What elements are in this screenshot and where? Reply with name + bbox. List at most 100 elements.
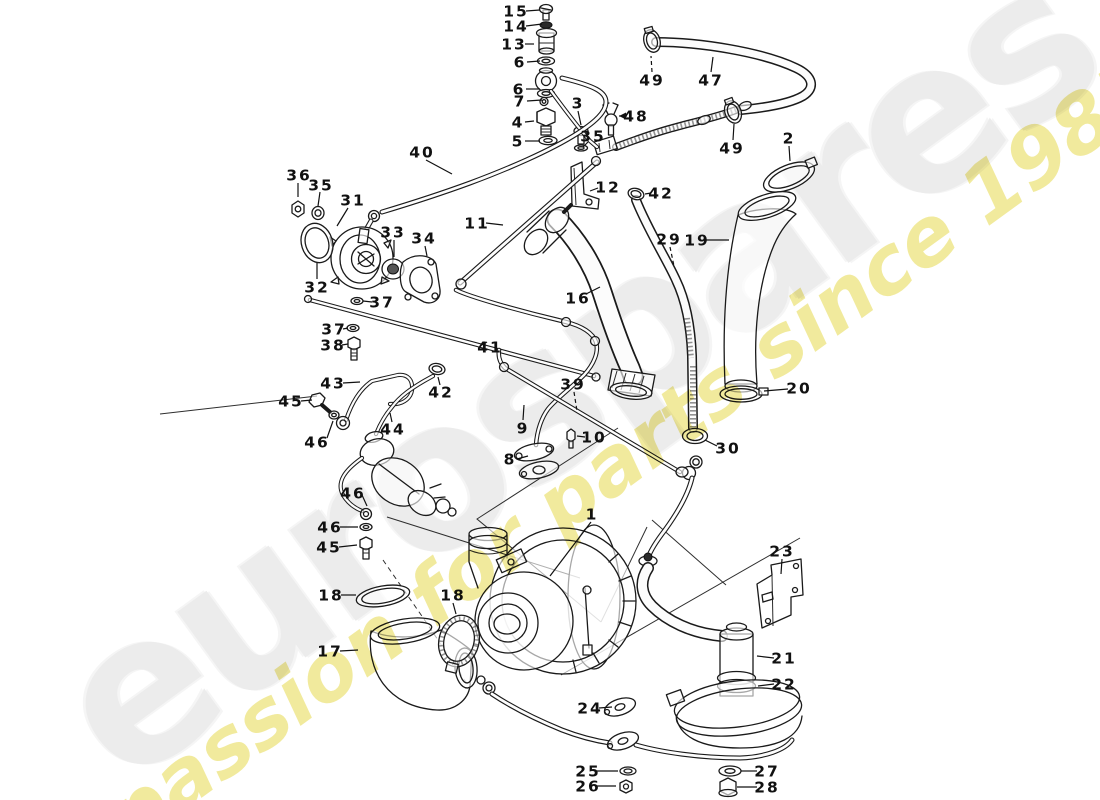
svg-text:21: 21 (771, 650, 797, 668)
svg-text:49: 49 (639, 72, 665, 90)
part-label-8: 8 (504, 451, 529, 469)
svg-text:29: 29 (656, 231, 682, 249)
part-label-9: 9 (517, 404, 530, 438)
svg-text:18: 18 (318, 587, 344, 605)
svg-text:45: 45 (278, 393, 304, 411)
part-label-35: 35 (580, 128, 606, 148)
part-label-19: 19 (684, 232, 729, 250)
svg-text:7: 7 (514, 93, 527, 111)
part-label-26: 26 (575, 778, 616, 796)
part-label-14: 14 (503, 18, 543, 36)
svg-text:8: 8 (504, 451, 517, 469)
svg-text:31: 31 (340, 192, 366, 210)
svg-text:34: 34 (411, 230, 437, 248)
svg-text:23: 23 (769, 543, 795, 561)
svg-text:6: 6 (514, 54, 527, 72)
part-label-43: 43 (320, 375, 361, 393)
svg-text:37: 37 (369, 294, 395, 312)
part-label-21: 21 (756, 650, 797, 668)
svg-text:4: 4 (512, 114, 525, 132)
svg-text:6: 6 (513, 81, 526, 99)
svg-text:10: 10 (581, 429, 607, 447)
svg-text:32: 32 (304, 279, 330, 297)
construction-line (159, 395, 318, 415)
part-label-35: 35 (308, 177, 334, 207)
part-label-7: 7 (514, 93, 543, 111)
part-label-48: 48 (619, 108, 649, 126)
part-label-45: 45 (316, 539, 358, 557)
svg-text:37: 37 (321, 321, 347, 339)
part-label-4: 4 (512, 114, 535, 132)
part-label-42: 42 (644, 185, 674, 203)
svg-text:39: 39 (560, 376, 586, 394)
part-label-29: 29 (656, 231, 682, 267)
svg-text:46: 46 (340, 485, 366, 503)
svg-text:41: 41 (477, 339, 503, 357)
turbocharger (355, 524, 637, 746)
part-label-42: 42 (428, 376, 454, 402)
clamp-42a (627, 187, 645, 201)
wastegate-assembly (308, 362, 457, 560)
svg-text:42: 42 (428, 384, 454, 402)
svg-text:9: 9 (517, 420, 530, 438)
svg-text:35: 35 (308, 177, 334, 195)
svg-text:13: 13 (501, 36, 527, 54)
svg-text:42: 42 (648, 185, 674, 203)
svg-text:15: 15 (503, 3, 529, 21)
part-label-27: 27 (741, 763, 778, 781)
svg-text:14: 14 (503, 18, 529, 36)
svg-text:35: 35 (580, 128, 606, 146)
part-label-6: 6 (513, 81, 540, 99)
banjo-fitting-stack (534, 3, 558, 146)
part-label-45: 45 (278, 393, 313, 411)
svg-text:28: 28 (754, 779, 780, 797)
part-label-31: 31 (336, 192, 366, 227)
svg-text:45: 45 (316, 539, 342, 557)
hose-clamp-49b (723, 96, 743, 124)
svg-text:48: 48 (623, 108, 649, 126)
part-label-20: 20 (763, 380, 812, 398)
svg-text:49: 49 (719, 140, 745, 158)
oil-filter-assembly (603, 552, 804, 798)
part-label-46: 46 (340, 485, 368, 507)
part-label-18: 18 (318, 587, 356, 605)
intake-elbow-pipe (719, 156, 819, 403)
part-label-44: 44 (380, 412, 404, 439)
part-label-32: 32 (304, 263, 330, 297)
part-label-33: 33 (380, 224, 406, 257)
svg-text:33: 33 (380, 224, 406, 242)
svg-text:30: 30 (715, 440, 741, 458)
svg-text:20: 20 (786, 380, 812, 398)
svg-text:25: 25 (575, 763, 601, 781)
clamp-20 (719, 385, 769, 403)
part-label-36: 36 (286, 167, 310, 197)
svg-text:16: 16 (565, 290, 591, 308)
svg-text:2: 2 (783, 130, 796, 148)
svg-text:5: 5 (512, 133, 525, 151)
svg-text:38: 38 (320, 337, 346, 355)
part-label-38: 38 (320, 337, 349, 355)
part-label-37: 37 (362, 294, 395, 312)
part-label-41: 41 (477, 339, 503, 357)
part-label-46: 46 (304, 420, 334, 452)
part-label-34: 34 (411, 230, 437, 257)
part-label-28: 28 (737, 779, 780, 797)
svg-text:11: 11 (464, 215, 490, 233)
part-label-16: 16 (565, 286, 601, 308)
part-label-30: 30 (704, 439, 741, 458)
svg-text:40: 40 (409, 144, 435, 162)
part-label-49: 49 (639, 55, 665, 90)
fuel-hose-assembly (548, 25, 816, 156)
part-label-22: 22 (757, 676, 797, 694)
part-label-15: 15 (503, 3, 541, 21)
part-label-12: 12 (589, 179, 619, 197)
svg-text:18: 18 (440, 587, 466, 605)
part-label-6: 6 (514, 54, 541, 72)
svg-text:22: 22 (771, 676, 797, 694)
part-label-18: 18 (440, 587, 466, 615)
part-label-11: 11 (464, 215, 504, 233)
svg-text:43: 43 (320, 375, 346, 393)
